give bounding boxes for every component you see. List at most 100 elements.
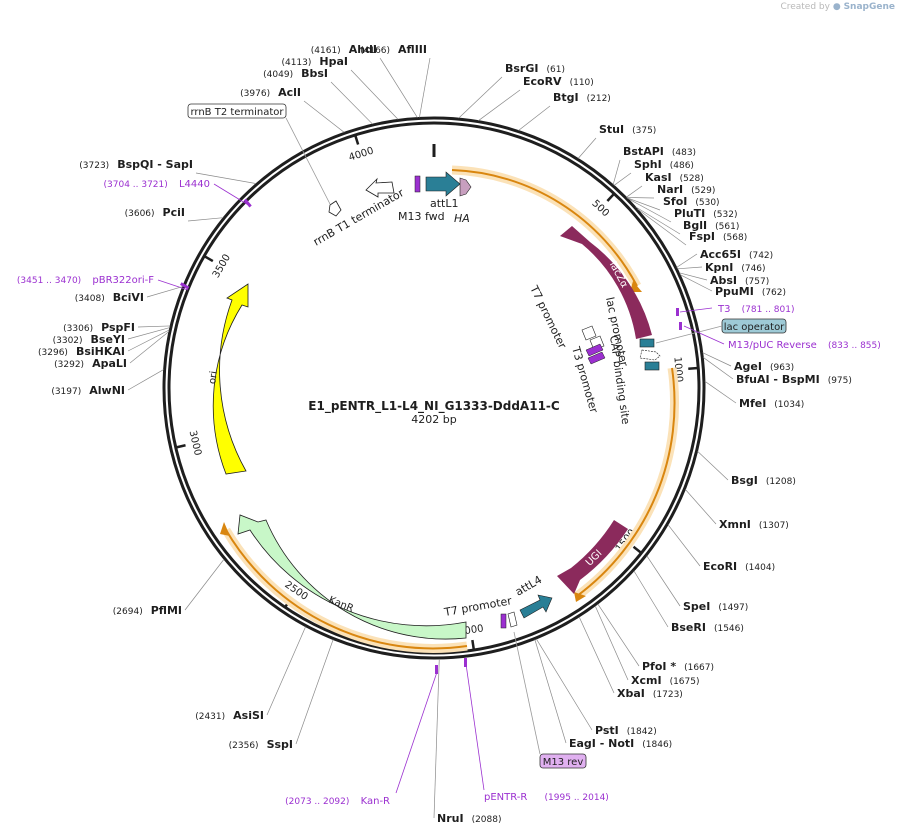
enzyme-name: AhdI: [349, 43, 377, 56]
enzyme-name: XcmI: [631, 674, 662, 687]
snapgene-logo-icon: ●: [832, 2, 841, 12]
enzyme-leader: [137, 325, 171, 328]
enzyme-location: (975): [828, 376, 852, 386]
pentr-r-primer-mark: [500, 613, 507, 629]
enzyme-location: (528): [680, 174, 704, 184]
primer-t3-loc: (781 .. 801): [742, 305, 795, 315]
enzyme-location: (3302): [53, 336, 83, 346]
enzyme-location: (375): [632, 126, 656, 136]
enzyme-location: (530): [695, 198, 719, 208]
enzyme-label: (4161) AhdI: [311, 43, 377, 56]
t7-promoter-top-arrow: [581, 325, 597, 341]
enzyme-leader: [379, 57, 418, 118]
enzyme-leader: [534, 639, 567, 744]
attL1-feature: [425, 171, 461, 197]
enzyme-label: EcoRV (110): [523, 75, 594, 88]
tick-mark: [632, 545, 643, 554]
enzyme-location: (1667): [684, 663, 714, 673]
ori-feature: [212, 283, 249, 475]
enzyme-label: BseRI (1546): [671, 621, 744, 634]
enzyme-location: (757): [745, 277, 769, 287]
enzyme-leader: [127, 329, 170, 352]
enzyme-location: (2088): [472, 815, 502, 825]
enzyme-leader: [577, 137, 597, 159]
enzyme-name: BtgI: [553, 91, 579, 104]
enzyme-name: EcoRI: [703, 560, 737, 573]
enzyme-label: PpuMI(762): [715, 285, 786, 298]
enzyme-label: BstAPI(483): [623, 145, 696, 158]
enzyme-location: (2356): [229, 741, 259, 751]
enzyme-name: SpeI: [683, 600, 710, 613]
m13-puc-reverse-mark: [679, 322, 682, 330]
enzyme-location: (3292): [54, 360, 84, 370]
enzyme-name: PflMI: [151, 604, 182, 617]
enzyme-label: PfoI * (1667): [642, 660, 714, 673]
enzyme-name: BspQI - SapI: [117, 158, 193, 171]
credit-prefix: Created by: [780, 2, 830, 12]
tick-mark: [471, 639, 476, 651]
enzyme-location: (486): [670, 161, 694, 171]
enzyme-location: (1546): [714, 624, 744, 634]
enzyme-label: EcoRI(1404): [703, 560, 775, 573]
enzyme-name: ApaLI: [92, 357, 127, 370]
m13-puc-reverse-leader: [683, 325, 725, 345]
enzyme-name: SspI: [267, 738, 293, 751]
t3-primer-leader: [679, 307, 713, 313]
enzyme-name: NruI: [437, 812, 464, 825]
enzyme-location: (963): [770, 363, 794, 373]
tick-mark: [688, 366, 699, 371]
enzyme-name: EcoRV: [523, 75, 562, 88]
primer-pbr322-name: pBR322ori-F: [92, 275, 154, 286]
enzyme-label: SphI(486): [634, 158, 694, 171]
enzyme-label: SpeI(1497): [683, 600, 748, 613]
enzyme-location: (4161): [311, 46, 341, 56]
enzyme-leader: [646, 555, 681, 607]
enzyme-name: KpnI: [705, 261, 733, 274]
enzyme-leader: [458, 76, 503, 119]
enzyme-leader: [667, 524, 701, 567]
enzyme-label: (3302)BseYI: [53, 333, 125, 346]
enzyme-name: PfoI *: [642, 660, 676, 673]
enzyme-label: StuI(375): [599, 123, 656, 136]
primer-m13-puc-name: M13/pUC Reverse: [728, 340, 817, 351]
enzyme-name: AlwNI: [89, 384, 125, 397]
enzyme-label: (3197)AlwNI: [51, 384, 125, 397]
tick-mark: [353, 134, 360, 145]
enzyme-label: (4166)AflIII: [360, 43, 427, 56]
enzyme-leader: [703, 357, 734, 380]
enzyme-label: PstI(1842): [595, 724, 657, 737]
enzyme-leader: [679, 272, 708, 281]
enzyme-location: (3723): [79, 161, 109, 171]
enzyme-label: BglI(561): [683, 219, 739, 232]
cap-site-label: CAP binding site: [607, 335, 632, 426]
enzyme-leader: [578, 616, 615, 694]
enzyme-label: (3296)BsiHKAI: [38, 345, 125, 358]
enzyme-location: (1208): [766, 477, 796, 487]
pbr322-leader: [157, 279, 189, 291]
enzyme-leader: [127, 369, 164, 391]
enzyme-location: (561): [715, 222, 739, 232]
enzyme-name: BseRI: [671, 621, 706, 634]
enzyme-label: (2356) SspI: [229, 738, 293, 751]
enzyme-location: (1842): [627, 727, 657, 737]
enzyme-leader: [597, 603, 640, 667]
enzyme-location: (4049): [263, 70, 293, 80]
orange-arrow-top: [630, 281, 642, 292]
enzyme-leader: [184, 559, 225, 611]
enzyme-location: (1307): [759, 521, 789, 531]
enzyme-label: NarI(529): [657, 183, 715, 196]
primer-l4440-name: L4440: [179, 179, 210, 190]
enzyme-label: MfeI(1034): [739, 397, 804, 410]
primer-pbr322-label: (3451 .. 3470) pBR322ori-F: [17, 275, 154, 286]
enzyme-location: (212): [587, 94, 611, 104]
enzyme-name: MfeI: [739, 397, 766, 410]
snapgene-credit: Created by ● SnapGene: [780, 2, 895, 12]
enzyme-name: AclI: [278, 86, 301, 99]
enzyme-name: Acc65I: [700, 248, 741, 261]
orange-arc-bottom-line: [225, 529, 468, 650]
enzyme-location: (110): [570, 78, 594, 88]
enzyme-label: (3723) BspQI - SapI: [79, 158, 193, 171]
rrnb-t2-label-box: [187, 103, 287, 119]
enzyme-label: XmnI(1307): [719, 518, 789, 531]
